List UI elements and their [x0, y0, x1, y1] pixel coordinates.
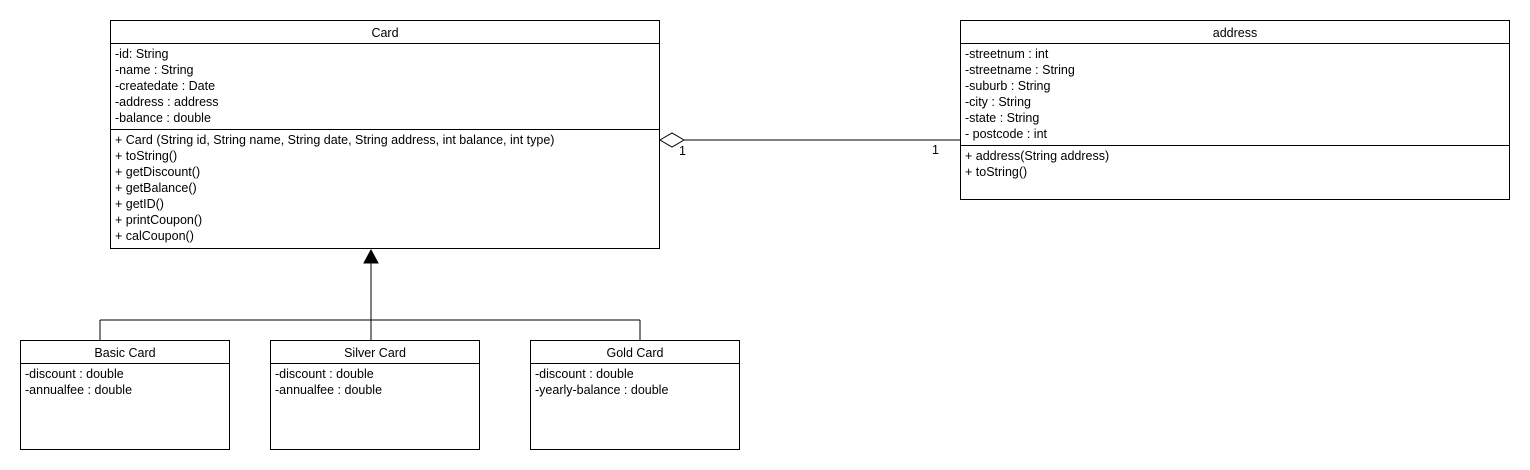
- methods-section: + address(String address) + toString(): [961, 146, 1509, 183]
- class-address[interactable]: address -streetnum : int -streetname : S…: [960, 20, 1510, 200]
- method: + printCoupon(): [115, 213, 203, 227]
- method: + getID(): [115, 197, 164, 211]
- attribute: -discount : double: [535, 367, 634, 381]
- aggregation-diamond: [659, 132, 685, 148]
- attributes-section: -discount : double -annualfee : double: [21, 364, 229, 401]
- attributes-section: -streetnum : int -streetname : String -s…: [961, 44, 1509, 146]
- attribute: -discount : double: [275, 367, 374, 381]
- method: + getDiscount(): [115, 165, 201, 179]
- methods-section: + Card (String id, String name, String d…: [111, 130, 659, 247]
- attribute: -suburb : String: [965, 79, 1051, 93]
- attribute: -name : String: [115, 63, 194, 77]
- class-gold-card[interactable]: Gold Card -discount : double -yearly-bal…: [530, 340, 740, 450]
- attribute: - postcode : int: [965, 127, 1047, 141]
- method: + Card (String id, String name, String d…: [115, 133, 555, 147]
- attribute: -discount : double: [25, 367, 124, 381]
- attributes-section: -discount : double -annualfee : double: [271, 364, 479, 401]
- multiplicity-address-end: 1: [932, 143, 939, 157]
- attribute: -annualfee : double: [275, 383, 383, 397]
- method: + toString(): [965, 165, 1028, 179]
- method: + address(String address): [965, 149, 1110, 163]
- attribute: -address : address: [115, 95, 219, 109]
- attributes-section: -discount : double -yearly-balance : dou…: [531, 364, 739, 401]
- attribute: -balance : double: [115, 111, 211, 125]
- inheritance-arrowhead: [363, 248, 379, 264]
- multiplicity-card-end: 1: [679, 144, 686, 158]
- attribute: -state : String: [965, 111, 1040, 125]
- method: + toString(): [115, 149, 178, 163]
- class-name: Gold Card: [531, 341, 739, 364]
- attributes-section: -id: String -name : String -createdate :…: [111, 44, 659, 130]
- attribute: -id: String: [115, 47, 169, 61]
- method: + getBalance(): [115, 181, 197, 195]
- class-basic-card[interactable]: Basic Card -discount : double -annualfee…: [20, 340, 230, 450]
- attribute: -city : String: [965, 95, 1031, 109]
- attribute: -streetname : String: [965, 63, 1075, 77]
- attribute: -createdate : Date: [115, 79, 216, 93]
- method: + calCoupon(): [115, 229, 194, 243]
- class-card[interactable]: Card -id: String -name : String -created…: [110, 20, 660, 249]
- attribute: -yearly-balance : double: [535, 383, 669, 397]
- class-silver-card[interactable]: Silver Card -discount : double -annualfe…: [270, 340, 480, 450]
- class-name: address: [961, 21, 1509, 44]
- class-name: Silver Card: [271, 341, 479, 364]
- attribute: -annualfee : double: [25, 383, 133, 397]
- class-name: Basic Card: [21, 341, 229, 364]
- attribute: -streetnum : int: [965, 47, 1049, 61]
- class-name: Card: [111, 21, 659, 44]
